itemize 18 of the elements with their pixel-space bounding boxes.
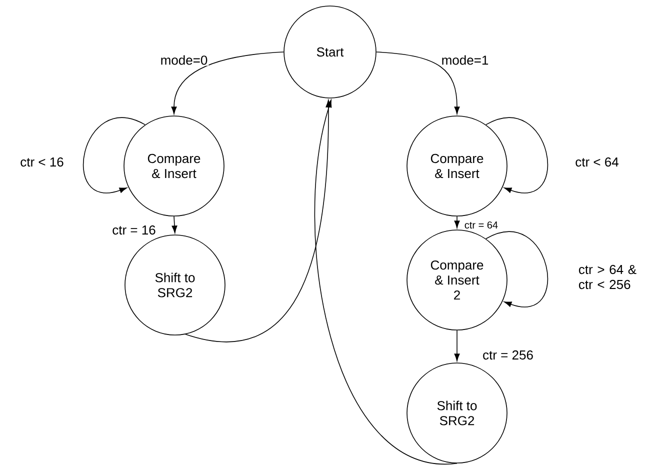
edge-label: ctr < 16 bbox=[19, 156, 65, 168]
edge-label: ctr > 64 & ctr < 256 bbox=[577, 264, 642, 290]
arrow bbox=[171, 52, 284, 114]
edge-label: ctr = 256 bbox=[482, 349, 534, 361]
arrow bbox=[454, 216, 460, 228]
arrow bbox=[82, 118, 146, 194]
edge-label: mode=1 bbox=[440, 54, 490, 66]
edge-label: ctr < 64 bbox=[574, 156, 620, 168]
arrow bbox=[172, 216, 178, 234]
arrow bbox=[486, 232, 548, 308]
edge-label: ctr = 64 bbox=[463, 220, 500, 230]
arrow bbox=[454, 330, 460, 362]
arrow bbox=[376, 52, 460, 114]
edge-label: ctr = 16 bbox=[111, 224, 157, 236]
edge-label: mode=0 bbox=[159, 54, 209, 66]
arrow bbox=[314, 100, 458, 464]
arrow bbox=[486, 118, 548, 194]
arrow bbox=[185, 100, 332, 342]
